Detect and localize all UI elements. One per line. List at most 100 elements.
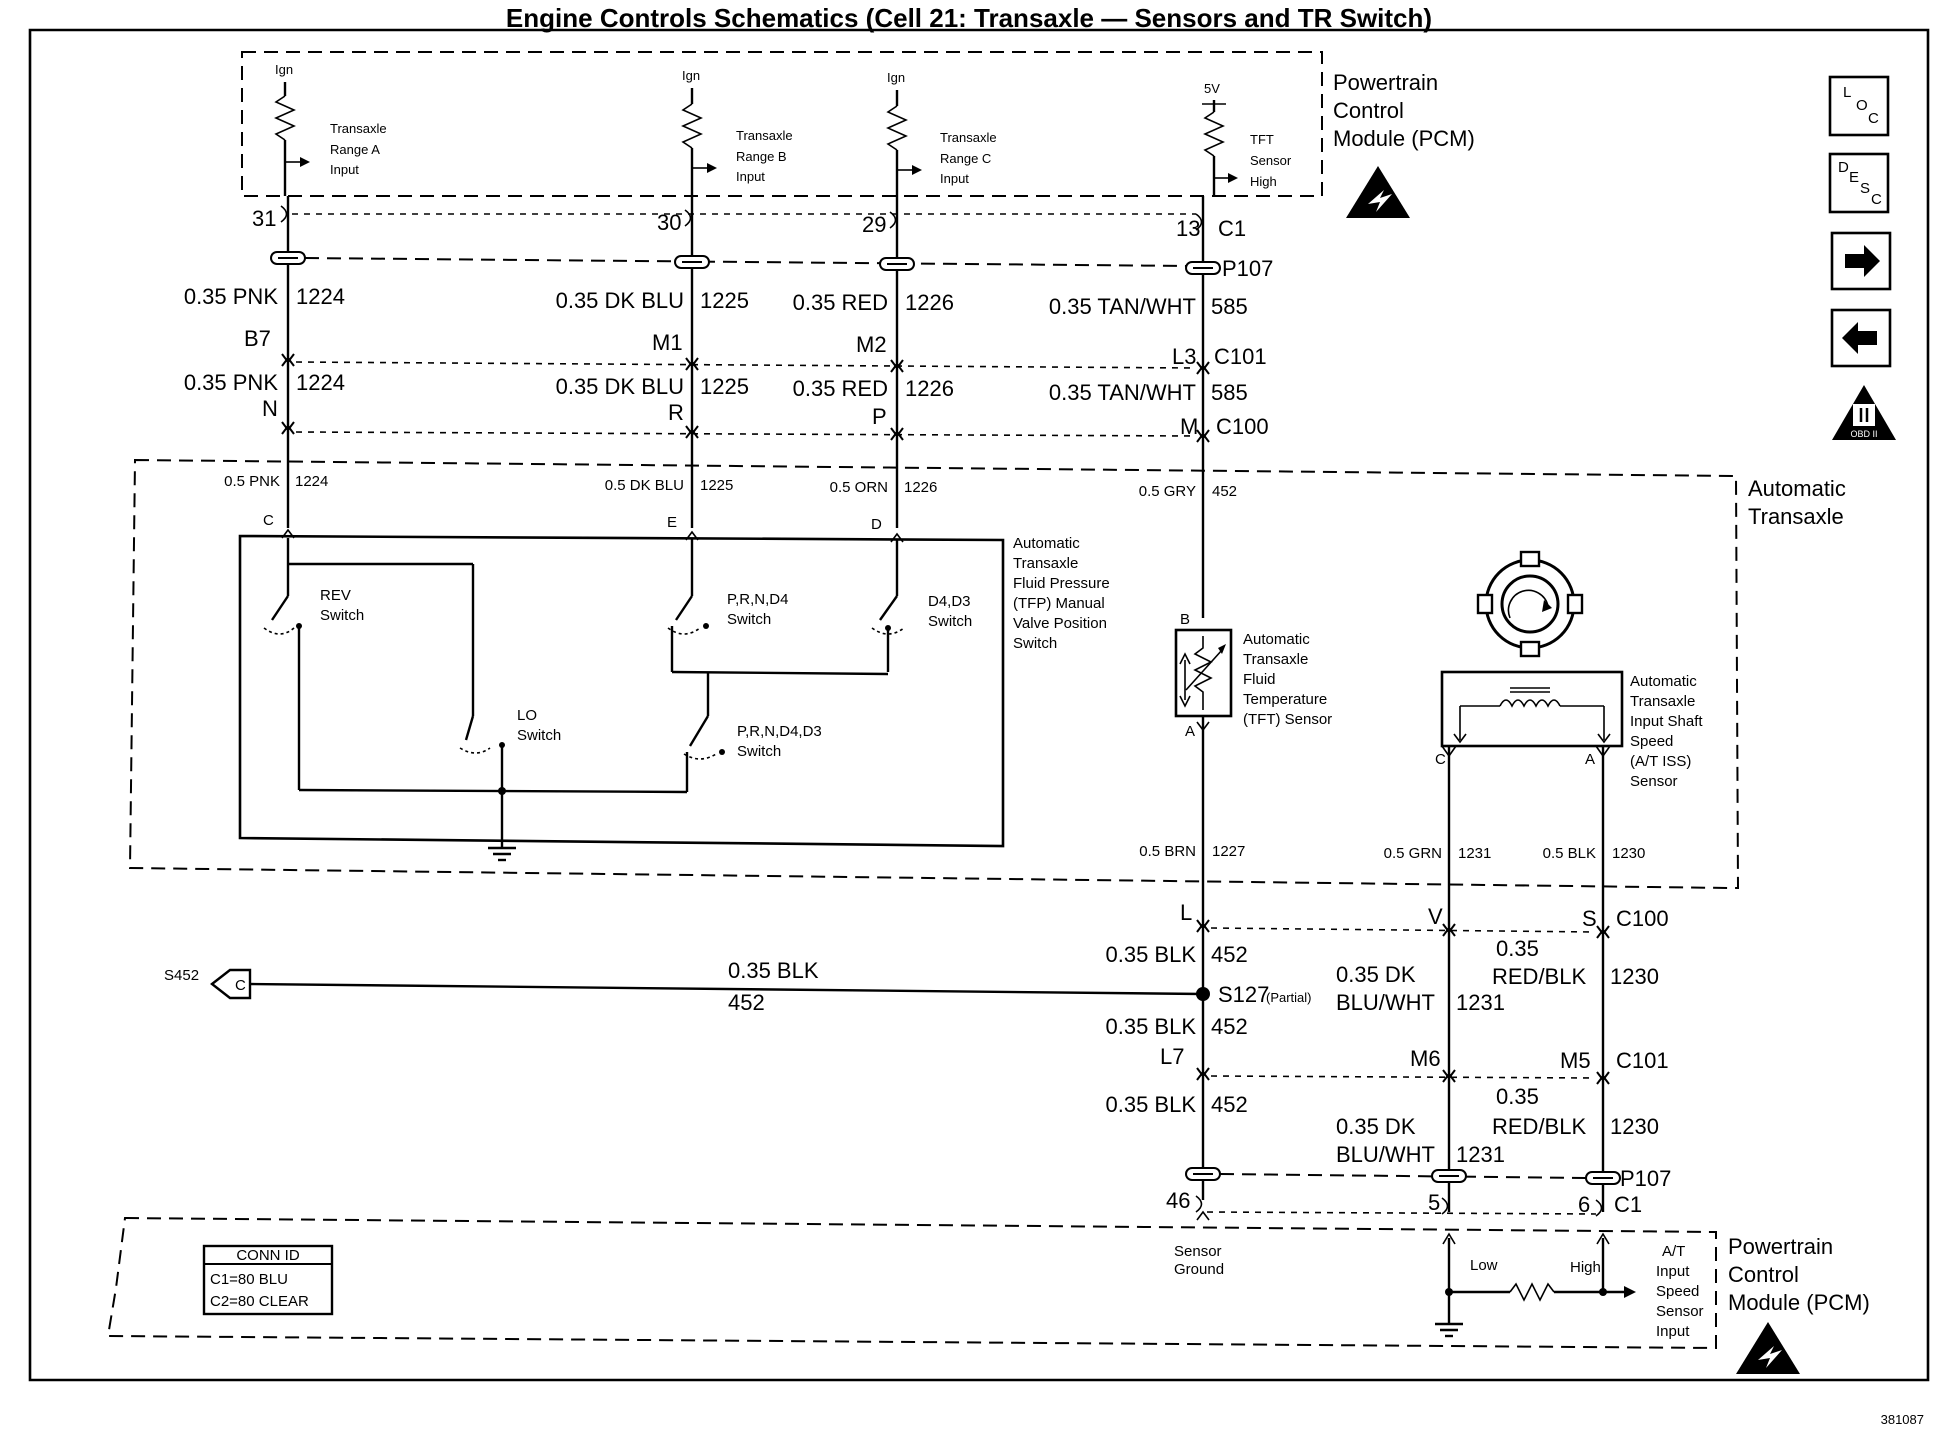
tft-label-5: (TFT) Sensor: [1243, 711, 1332, 728]
wire-dkblu-05: 0.5 DK BLU: [605, 477, 684, 494]
wire-dkbluwht-2b: BLU/WHT: [1336, 1142, 1435, 1167]
wire-orn-05-ckt: 1226: [904, 479, 937, 496]
conn-c100-bot: C100: [1616, 906, 1669, 931]
tft-high-line1: TFT: [1250, 132, 1274, 147]
wire-dkblu-2-ckt: 1225: [700, 374, 749, 399]
pin-m6: M6: [1410, 1046, 1441, 1071]
rev-switch-label-1: REV: [320, 587, 351, 604]
sensor-ground-2: Ground: [1174, 1261, 1224, 1278]
prnd4d3-switch-label-2: Switch: [737, 743, 781, 760]
pin-c: C: [263, 512, 274, 529]
loc-icon-main: L: [1843, 84, 1851, 101]
prnd4-switch-label-1: P,R,N,D4: [727, 591, 788, 608]
d4d3-switch-label-1: D4,D3: [928, 593, 971, 610]
range-b-line2: Range B: [736, 149, 787, 164]
iss-high-label: High: [1570, 1259, 1601, 1276]
lo-switch-label-2: Switch: [517, 727, 561, 744]
iss-pin-a: A: [1585, 751, 1595, 768]
iss-low-label: Low: [1470, 1257, 1498, 1274]
pin-31: 31: [252, 206, 276, 231]
wire-blk-c-ckt: 452: [1211, 1092, 1248, 1117]
obd2-icon[interactable]: OBD II: [1832, 385, 1896, 440]
wire-redblk-2-ckt: 1230: [1610, 1114, 1659, 1139]
pin-46: 46: [1166, 1188, 1190, 1213]
range-a-line1: Transaxle: [330, 121, 387, 136]
conn-c101-bot: C101: [1616, 1048, 1669, 1073]
splice-s127: [1196, 987, 1210, 1001]
conn-id-row2: C2=80 CLEAR: [210, 1293, 309, 1310]
conn-c100-top: C100: [1216, 414, 1269, 439]
loc-icon[interactable]: L O C: [1828, 75, 1890, 137]
tfp-label-2: Transaxle: [1013, 555, 1078, 572]
lo-switch-label-1: LO: [517, 707, 537, 724]
wire-pnk-05-ckt: 1224: [295, 473, 328, 490]
wire-dkblu-1-ckt: 1225: [700, 288, 749, 313]
pin-m2: M2: [856, 332, 887, 357]
iss-label-5: (A/T ISS): [1630, 753, 1691, 770]
desc-icon-sub3: C: [1871, 191, 1882, 208]
wire-dkbluwht-1-ckt: 1231: [1456, 990, 1505, 1015]
wire-pnk-1-ckt: 1224: [296, 284, 345, 309]
range-a-line3: Input: [330, 162, 359, 177]
tft-pin-a: A: [1185, 723, 1195, 740]
wire-dkblu-2: 0.35 DK BLU: [556, 374, 684, 399]
desc-icon-sub2: S: [1860, 180, 1870, 197]
pin-d: D: [871, 516, 882, 533]
wire-dkbluwht-1b: BLU/WHT: [1336, 990, 1435, 1015]
transaxle-label-1: Automatic: [1748, 476, 1846, 501]
iss-rotor-icon: [1476, 550, 1584, 658]
pin-5: 5: [1428, 1190, 1440, 1215]
wire-pnk-05: 0.5 PNK: [224, 473, 280, 490]
wire-blk-s452: 0.35 BLK: [728, 958, 819, 983]
v5-label: 5V: [1204, 81, 1220, 96]
rev-switch-label-2: Switch: [320, 607, 364, 624]
wire-redblk-2b: RED/BLK: [1492, 1114, 1586, 1139]
wire-dkblu-1: 0.35 DK BLU: [556, 288, 684, 313]
pin-r: R: [668, 400, 684, 425]
iss-input-4: Sensor: [1656, 1303, 1704, 1320]
sensor-ground-1: Sensor: [1174, 1243, 1222, 1260]
iss-input-2: Input: [1656, 1263, 1690, 1280]
wire-blk-b: 0.35 BLK: [1105, 1014, 1196, 1039]
tfp-label-1: Automatic: [1013, 535, 1080, 552]
range-b-line1: Transaxle: [736, 128, 793, 143]
pcm-top-label-2: Control: [1333, 98, 1404, 123]
next-page-arrow-icon[interactable]: [1830, 231, 1892, 291]
pcm-top-boundary: [241, 51, 1323, 197]
wire-red-1: 0.35 RED: [793, 290, 888, 315]
pin-6: 6: [1578, 1192, 1590, 1217]
splice-s127-note: (Partial): [1266, 990, 1312, 1005]
tfp-ground-icon: [486, 846, 518, 862]
loc-icon-sub2: C: [1868, 110, 1879, 127]
conn-id-row1: C1=80 BLU: [210, 1271, 288, 1288]
s452-label: S452: [164, 967, 199, 984]
wire-tan-1: 0.35 TAN/WHT: [1049, 294, 1196, 319]
wire-redblk-1-ckt: 1230: [1610, 964, 1659, 989]
pin-m1: M1: [652, 330, 683, 355]
wire-pnk-2-ckt: 1224: [296, 370, 345, 395]
tft-label-2: Transaxle: [1243, 651, 1308, 668]
pin-29: 29: [862, 212, 886, 237]
wire-brn-05-ckt: 1227: [1212, 843, 1245, 860]
wire-orn-05: 0.5 ORN: [830, 479, 888, 496]
wire-gry-05: 0.5 GRY: [1139, 483, 1196, 500]
conn-c101-top: C101: [1214, 344, 1267, 369]
prev-page-arrow-icon[interactable]: [1830, 308, 1892, 368]
wire-dkbluwht-2a: 0.35 DK: [1336, 1114, 1416, 1139]
iss-input-5: Input: [1656, 1323, 1690, 1340]
wire-pnk-1: 0.35 PNK: [184, 284, 278, 309]
pin-n: N: [262, 396, 278, 421]
wire-tan-2: 0.35 TAN/WHT: [1049, 380, 1196, 405]
wire-tan-1-ckt: 585: [1211, 294, 1248, 319]
pcm-ground-icon: [1433, 1322, 1465, 1338]
wire-tan-2-ckt: 585: [1211, 380, 1248, 405]
iss-label-6: Sensor: [1630, 773, 1678, 790]
tfp-label-4: (TFP) Manual: [1013, 595, 1105, 612]
page-frame: [28, 28, 1930, 1382]
wire-dkblu-05-ckt: 1225: [700, 477, 733, 494]
d4d3-switch-label-2: Switch: [928, 613, 972, 630]
prnd4-switch-label-2: Switch: [727, 611, 771, 628]
pin-b7: B7: [244, 326, 271, 351]
desc-icon[interactable]: D E S C: [1828, 152, 1890, 214]
